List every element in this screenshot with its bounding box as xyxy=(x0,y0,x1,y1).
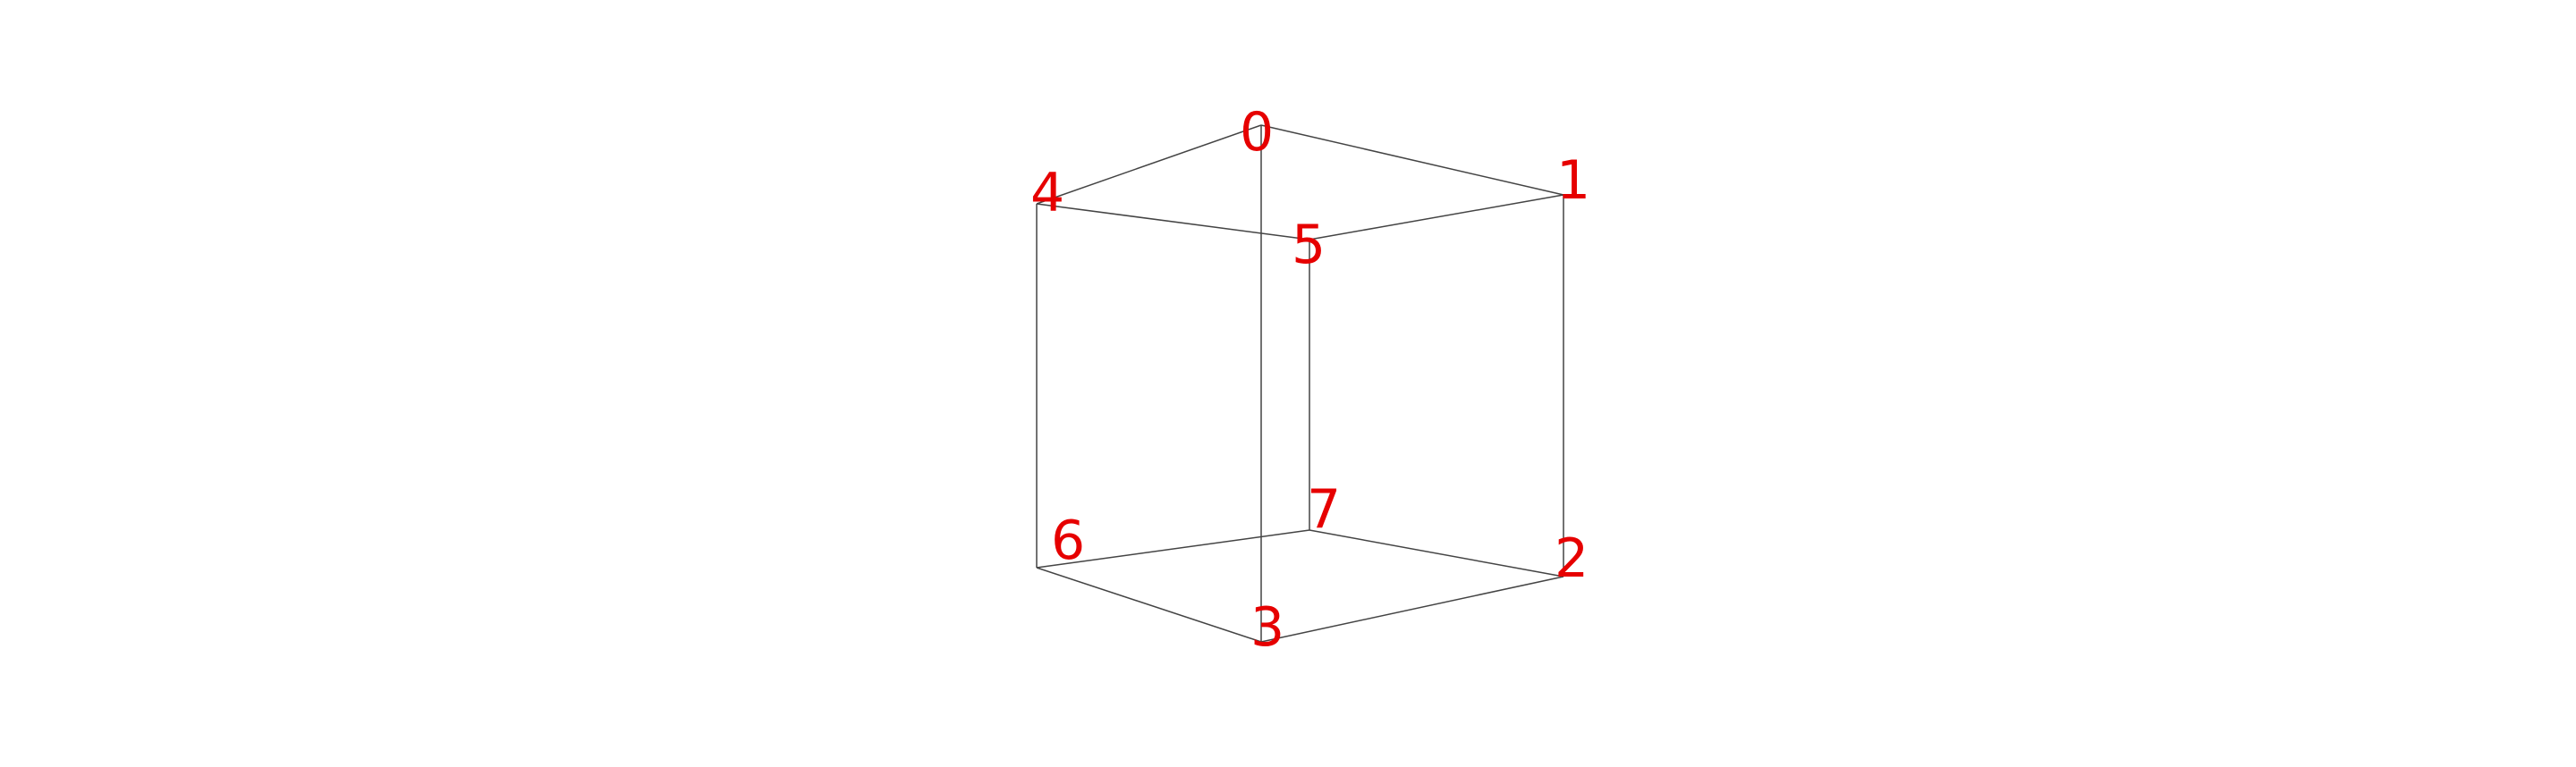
vertex-label-6: 6 xyxy=(1051,510,1085,572)
edge-4-5 xyxy=(1036,203,1310,240)
labels-layer: 0 1 2 3 4 5 6 7 xyxy=(1030,101,1590,659)
edges-layer xyxy=(1036,124,1564,643)
edge-1-5 xyxy=(1309,194,1564,240)
edge-2-3 xyxy=(1260,576,1564,643)
edge-2-7 xyxy=(1309,529,1564,577)
edge-7-6 xyxy=(1036,529,1310,569)
vertex-label-0: 0 xyxy=(1240,101,1274,164)
vertex-label-5: 5 xyxy=(1292,214,1326,276)
edge-3-6 xyxy=(1036,567,1262,643)
vertex-label-2: 2 xyxy=(1555,527,1589,590)
vertex-label-4: 4 xyxy=(1030,162,1064,224)
vertex-label-7: 7 xyxy=(1307,478,1341,541)
edge-0-1 xyxy=(1260,124,1564,196)
vertex-label-3: 3 xyxy=(1250,596,1284,659)
vertex-label-1: 1 xyxy=(1556,149,1590,212)
edge-0-4 xyxy=(1036,124,1262,205)
